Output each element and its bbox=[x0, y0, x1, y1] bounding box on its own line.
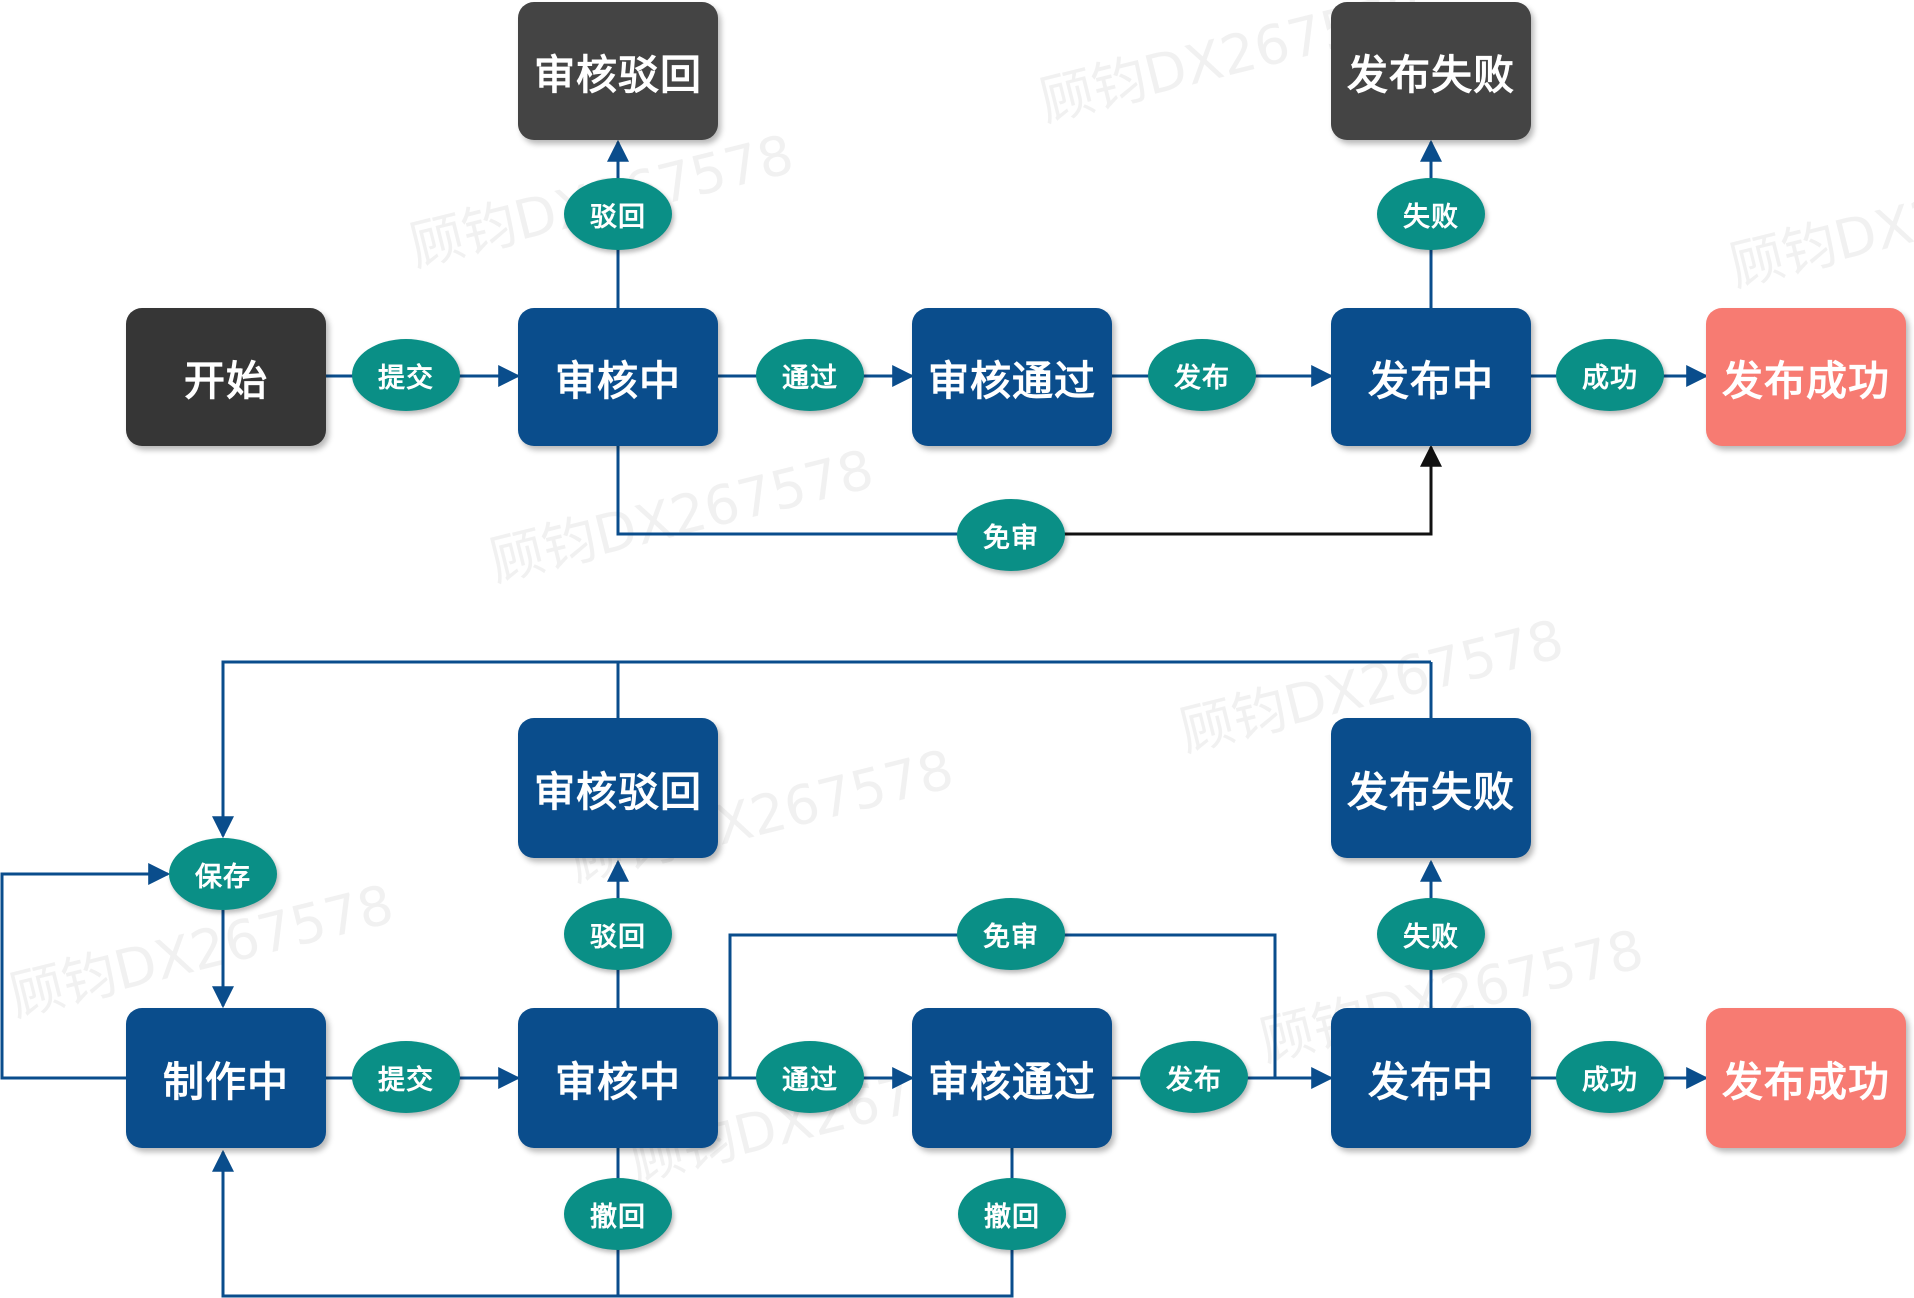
label-skip-review-2: 免审 bbox=[957, 898, 1065, 970]
node-reviewing-2: 审核中 bbox=[518, 1008, 718, 1148]
edge-top-skip-blue bbox=[616, 445, 1010, 536]
node-start: 开始 bbox=[126, 308, 326, 446]
node-publish-success: 发布成功 bbox=[1706, 308, 1906, 446]
label-submit-2: 提交 bbox=[352, 1041, 460, 1113]
node-reviewing: 审核中 bbox=[518, 308, 718, 446]
label-submit: 提交 bbox=[352, 339, 460, 411]
label-publish-2: 发布 bbox=[1140, 1041, 1248, 1113]
label-withdraw-2: 撤回 bbox=[958, 1178, 1066, 1250]
label-reject-2: 驳回 bbox=[564, 898, 672, 970]
label-withdraw: 撤回 bbox=[564, 1178, 672, 1250]
node-publish-failed-2: 发布失败 bbox=[1331, 718, 1531, 858]
label-skip-review: 免审 bbox=[957, 499, 1065, 571]
label-save: 保存 bbox=[169, 838, 277, 910]
node-review-passed-2: 审核通过 bbox=[912, 1008, 1112, 1148]
edge-top-skip-black bbox=[1010, 444, 1442, 536]
label-reject: 驳回 bbox=[564, 178, 672, 250]
label-pass-2: 通过 bbox=[756, 1041, 864, 1113]
label-fail-2: 失败 bbox=[1377, 898, 1485, 970]
edge-editing-to-save bbox=[0, 863, 171, 1080]
node-publishing-2: 发布中 bbox=[1331, 1008, 1531, 1148]
label-success: 成功 bbox=[1556, 339, 1664, 411]
label-success-2: 成功 bbox=[1556, 1041, 1664, 1113]
node-publishing: 发布中 bbox=[1331, 308, 1531, 446]
node-editing: 制作中 bbox=[126, 1008, 326, 1148]
node-publish-failed: 发布失败 bbox=[1331, 2, 1531, 140]
edge-rejected-to-save bbox=[212, 660, 620, 839]
edge-withdraw-passed bbox=[618, 1148, 1014, 1298]
label-publish: 发布 bbox=[1148, 339, 1256, 411]
label-pass: 通过 bbox=[756, 339, 864, 411]
node-review-rejected-2: 审核驳回 bbox=[518, 718, 718, 858]
node-review-rejected: 审核驳回 bbox=[518, 2, 718, 140]
label-fail: 失败 bbox=[1377, 178, 1485, 250]
node-review-passed: 审核通过 bbox=[912, 308, 1112, 446]
node-publish-success-2: 发布成功 bbox=[1706, 1008, 1906, 1148]
edge-withdraw bbox=[212, 1148, 620, 1298]
